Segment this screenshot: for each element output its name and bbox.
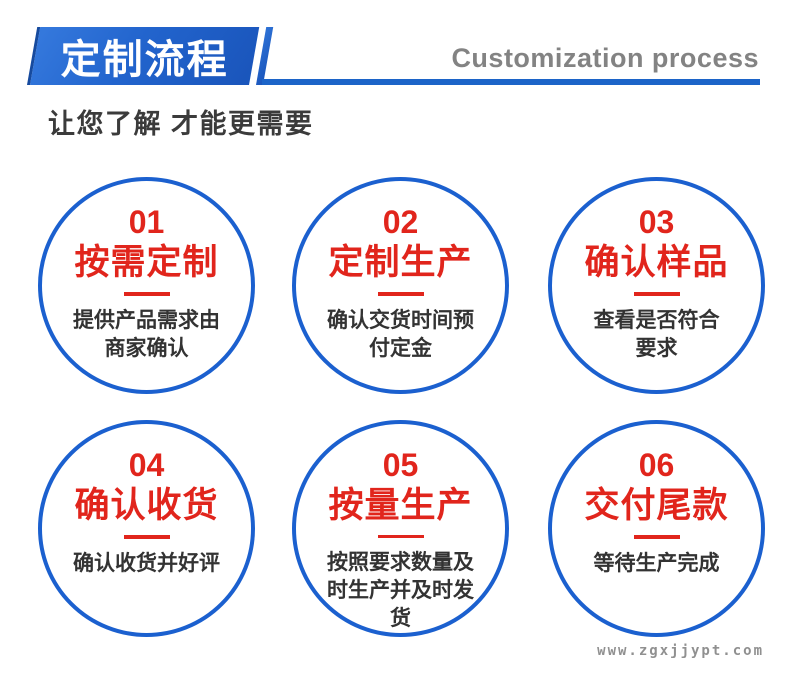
step-description: 提供产品需求由 商家确认 [73,309,220,360]
step-description: 按照要求数量及 时生产并及时发 货 [327,551,474,631]
banner-title: 定制流程 [60,38,229,82]
step-description: 查看是否符合 要求 [593,309,720,360]
step-circle-5: 05 按量生产 按照要求数量及 时生产并及时发 货 [292,420,509,637]
step-description: 确认交货时间预 付定金 [327,309,474,360]
step-number: 02 [382,204,419,240]
watermark-url: www.zgxjjypt.com [597,643,764,659]
step-title: 定制生产 [328,242,473,282]
step-title: 交付尾款 [584,485,729,525]
step-description: 等待生产完成 [593,552,720,576]
step-circle-3: 03 确认样品 查看是否符合 要求 [548,177,765,394]
step-circle-4: 04 确认收货 确认收货并好评 [38,420,255,637]
step-number: 06 [638,447,675,483]
step-divider [123,292,170,297]
step-divider [633,535,680,540]
step-title: 确认样品 [584,242,729,282]
header-underline [262,79,760,85]
step-description: 确认收货并好评 [73,552,220,576]
step-circle-1: 01 按需定制 提供产品需求由 商家确认 [38,177,255,394]
step-divider [377,535,424,539]
step-title: 确认收货 [74,485,219,525]
tagline: 让您了解 才能更需要 [48,109,314,139]
subtitle-english: Customization process [451,43,759,73]
step-number: 04 [128,447,165,483]
step-number: 03 [638,204,675,240]
step-circle-2: 02 定制生产 确认交货时间预 付定金 [292,177,509,394]
step-divider [633,292,680,297]
step-title: 按量生产 [328,485,473,525]
banner-slash-stripe [256,27,274,85]
step-divider [123,535,170,540]
step-number: 01 [128,204,165,240]
step-title: 按需定制 [74,242,219,282]
banner-ribbon: 定制流程 [27,27,260,85]
step-circle-6: 06 交付尾款 等待生产完成 [548,420,765,637]
step-divider [377,292,424,297]
step-number: 05 [382,447,419,483]
